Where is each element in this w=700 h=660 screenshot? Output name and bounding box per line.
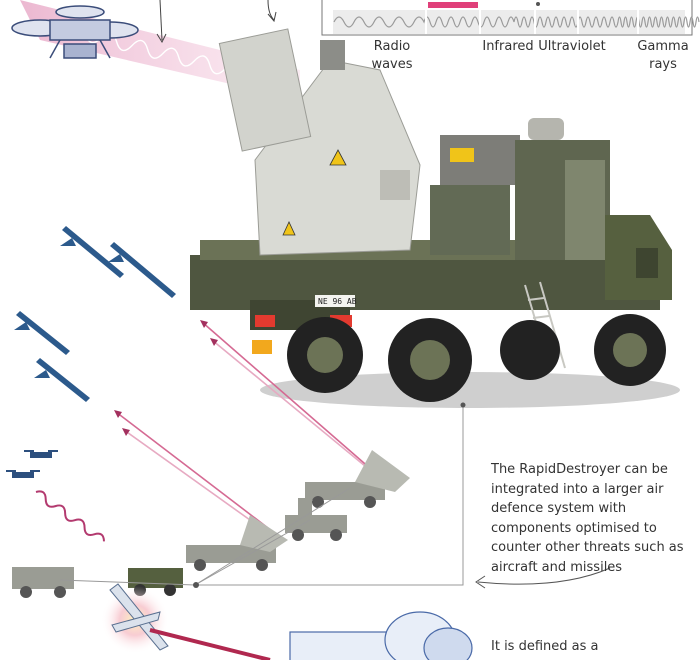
- spectrum-panel: [321, 0, 700, 36]
- integration-caption: The RapidDestroyer can be integrated int…: [491, 462, 684, 575]
- definition-caption: It is defined as a: [491, 639, 599, 654]
- spectrum-label-ultraviolet: Ultraviolet: [538, 39, 606, 54]
- license-plate: NE 96 AB: [318, 297, 357, 306]
- network-lines: [59, 402, 611, 589]
- spectrum-label-radio: Radio waves: [371, 39, 413, 72]
- spectrum-highlight: [428, 2, 478, 8]
- drone-top: [11, 5, 139, 59]
- spectrum-wave: [333, 16, 700, 28]
- spectrum-label-infrared: Infrared: [482, 39, 534, 54]
- cruise-missiles: [14, 226, 176, 402]
- rapiddestroyer-truck: NE 96 AB: [190, 28, 680, 408]
- aircraft-target: [101, 583, 271, 660]
- small-drones: [6, 450, 58, 478]
- jamming-wave: [35, 490, 105, 542]
- spectrum-label-gamma: Gamma rays: [637, 39, 689, 72]
- laser-device-sketch: [289, 611, 473, 660]
